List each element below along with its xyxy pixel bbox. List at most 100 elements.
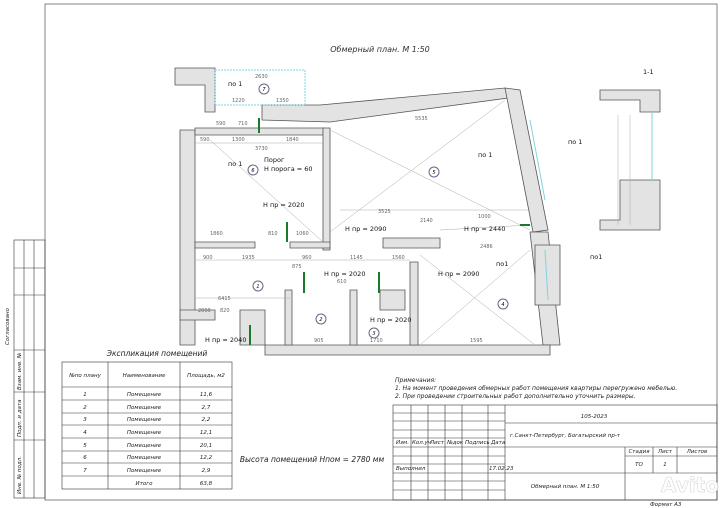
- explication-table: Экспликация помещений №по плану Наименов…: [61, 349, 233, 490]
- svg-text:по 1: по 1: [228, 80, 242, 88]
- svg-text:4: 4: [501, 302, 504, 308]
- svg-text:2: 2: [319, 317, 322, 323]
- svg-text:1860: 1860: [210, 231, 223, 237]
- svg-text:Н пр = 2020: Н пр = 2020: [263, 201, 304, 209]
- svg-text:Формат А3: Формат А3: [650, 502, 682, 508]
- svg-text:Обмерный план. М 1:50: Обмерный план. М 1:50: [531, 484, 600, 490]
- svg-text:Примечания:: Примечания:: [395, 377, 436, 384]
- svg-text:1060: 1060: [296, 231, 309, 237]
- windows: [214, 69, 653, 301]
- svg-text:6: 6: [83, 455, 87, 461]
- svg-text:№док: №док: [446, 440, 464, 446]
- svg-text:Н порога = 60: Н порога = 60: [264, 165, 313, 173]
- svg-text:Подп. и дата: Подп. и дата: [17, 399, 23, 437]
- svg-text:по 1: по 1: [228, 160, 242, 168]
- svg-text:Наименование: Наименование: [123, 373, 166, 379]
- svg-text:17.02.23: 17.02.23: [489, 466, 514, 472]
- svg-text:1. На момент проведения обмерн: 1. На момент проведения обмерных работ п…: [395, 385, 677, 392]
- svg-text:Подпись: Подпись: [465, 440, 490, 446]
- svg-text:820: 820: [220, 308, 230, 314]
- svg-text:1350: 1350: [276, 98, 289, 104]
- svg-text:590: 590: [200, 137, 210, 143]
- svg-text:7: 7: [83, 468, 87, 474]
- svg-text:Порог: Порог: [264, 156, 285, 164]
- svg-text:№по плану: №по плану: [68, 373, 102, 379]
- svg-text:Помещение: Помещение: [127, 392, 162, 398]
- svg-text:по1: по1: [496, 260, 508, 268]
- svg-text:6: 6: [251, 168, 254, 174]
- svg-text:20,1: 20,1: [200, 443, 212, 449]
- svg-text:610: 610: [337, 279, 347, 285]
- svg-text:2: 2: [83, 405, 87, 411]
- svg-text:Помещение: Помещение: [127, 443, 162, 449]
- svg-text:7: 7: [262, 87, 266, 93]
- svg-text:1560: 1560: [392, 255, 405, 261]
- svg-text:2090: 2090: [198, 308, 211, 314]
- svg-text:905: 905: [314, 338, 324, 344]
- svg-text:Итого: Итого: [136, 481, 154, 487]
- svg-text:г.Санкт-Петербург, Богатырский: г.Санкт-Петербург, Богатырский пр-т: [510, 433, 621, 439]
- svg-text:1710: 1710: [370, 338, 383, 344]
- svg-text:Помещение: Помещение: [127, 417, 162, 423]
- svg-text:3: 3: [83, 417, 87, 423]
- svg-text:2,9: 2,9: [202, 468, 211, 474]
- svg-text:900: 900: [203, 255, 213, 261]
- svg-text:1840: 1840: [286, 137, 299, 143]
- svg-text:1-1: 1-1: [643, 68, 654, 76]
- svg-text:590: 590: [216, 121, 226, 127]
- svg-text:Н пр = 2020: Н пр = 2020: [324, 270, 365, 278]
- svg-text:1000: 1000: [478, 214, 491, 220]
- svg-text:2630: 2630: [255, 74, 268, 80]
- svg-text:63,8: 63,8: [200, 481, 213, 487]
- svg-text:по1: по1: [590, 253, 602, 261]
- svg-text:2140: 2140: [420, 218, 433, 224]
- svg-text:11,6: 11,6: [200, 392, 213, 398]
- svg-text:1595: 1595: [470, 338, 483, 344]
- svg-text:по 1: по 1: [568, 138, 582, 146]
- svg-text:Помещение: Помещение: [127, 405, 162, 411]
- svg-text:2,7: 2,7: [202, 405, 211, 411]
- svg-text:ТО: ТО: [635, 462, 643, 468]
- title-block: Изм. Кол.уч Лист №док Подпись Дата Выпол…: [392, 404, 718, 508]
- avito-watermark: Avito: [661, 473, 719, 497]
- svg-text:Н пр = 2090: Н пр = 2090: [438, 270, 479, 278]
- room-markers: 7 6 5 1 2 3 4: [247, 83, 509, 339]
- svg-text:1: 1: [663, 462, 667, 468]
- svg-text:по 1: по 1: [478, 151, 492, 159]
- svg-text:1300: 1300: [232, 137, 245, 143]
- svg-text:Лист: Лист: [657, 449, 673, 455]
- svg-text:Инв. № подл.: Инв. № подл.: [17, 456, 23, 494]
- svg-text:Дата: Дата: [490, 440, 506, 446]
- svg-text:5535: 5535: [415, 116, 428, 122]
- svg-text:Изм.: Изм.: [396, 440, 409, 446]
- svg-text:Помещение: Помещение: [127, 455, 162, 461]
- measurement-lines: [195, 99, 631, 346]
- svg-text:960: 960: [302, 255, 312, 261]
- sheet-frame: [44, 3, 718, 501]
- svg-text:12,1: 12,1: [200, 430, 212, 436]
- notes: Примечания: 1. На момент проведения обме…: [395, 377, 677, 400]
- svg-text:875: 875: [292, 264, 302, 270]
- svg-text:Согласовано: Согласовано: [5, 307, 11, 345]
- svg-text:810: 810: [268, 231, 278, 237]
- svg-text:12,2: 12,2: [200, 455, 213, 461]
- svg-text:3: 3: [372, 331, 375, 337]
- svg-text:4: 4: [83, 430, 87, 436]
- plan-labels: Порог Н порога = 60 Н пр = 2020 Н пр = 2…: [205, 68, 654, 344]
- svg-text:1: 1: [83, 392, 87, 398]
- svg-text:Н пр = 2440: Н пр = 2440: [464, 225, 505, 233]
- svg-text:Взам. инв. №: Взам. инв. №: [17, 352, 23, 390]
- svg-text:Н пр = 2090: Н пр = 2090: [345, 225, 386, 233]
- svg-text:Помещение: Помещение: [127, 430, 162, 436]
- svg-text:Выполнил: Выполнил: [396, 466, 426, 472]
- plan-title: Обмерный план. М 1:50: [330, 45, 430, 54]
- svg-text:Лист: Лист: [429, 440, 445, 446]
- svg-text:Н пр = 2040: Н пр = 2040: [205, 336, 246, 344]
- svg-text:Листов: Листов: [686, 449, 708, 455]
- svg-text:3525: 3525: [378, 209, 391, 215]
- svg-text:Кол.уч: Кол.уч: [412, 440, 432, 446]
- svg-text:1145: 1145: [350, 255, 363, 261]
- svg-text:5: 5: [83, 443, 87, 449]
- svg-text:Н пр = 2020: Н пр = 2020: [370, 316, 411, 324]
